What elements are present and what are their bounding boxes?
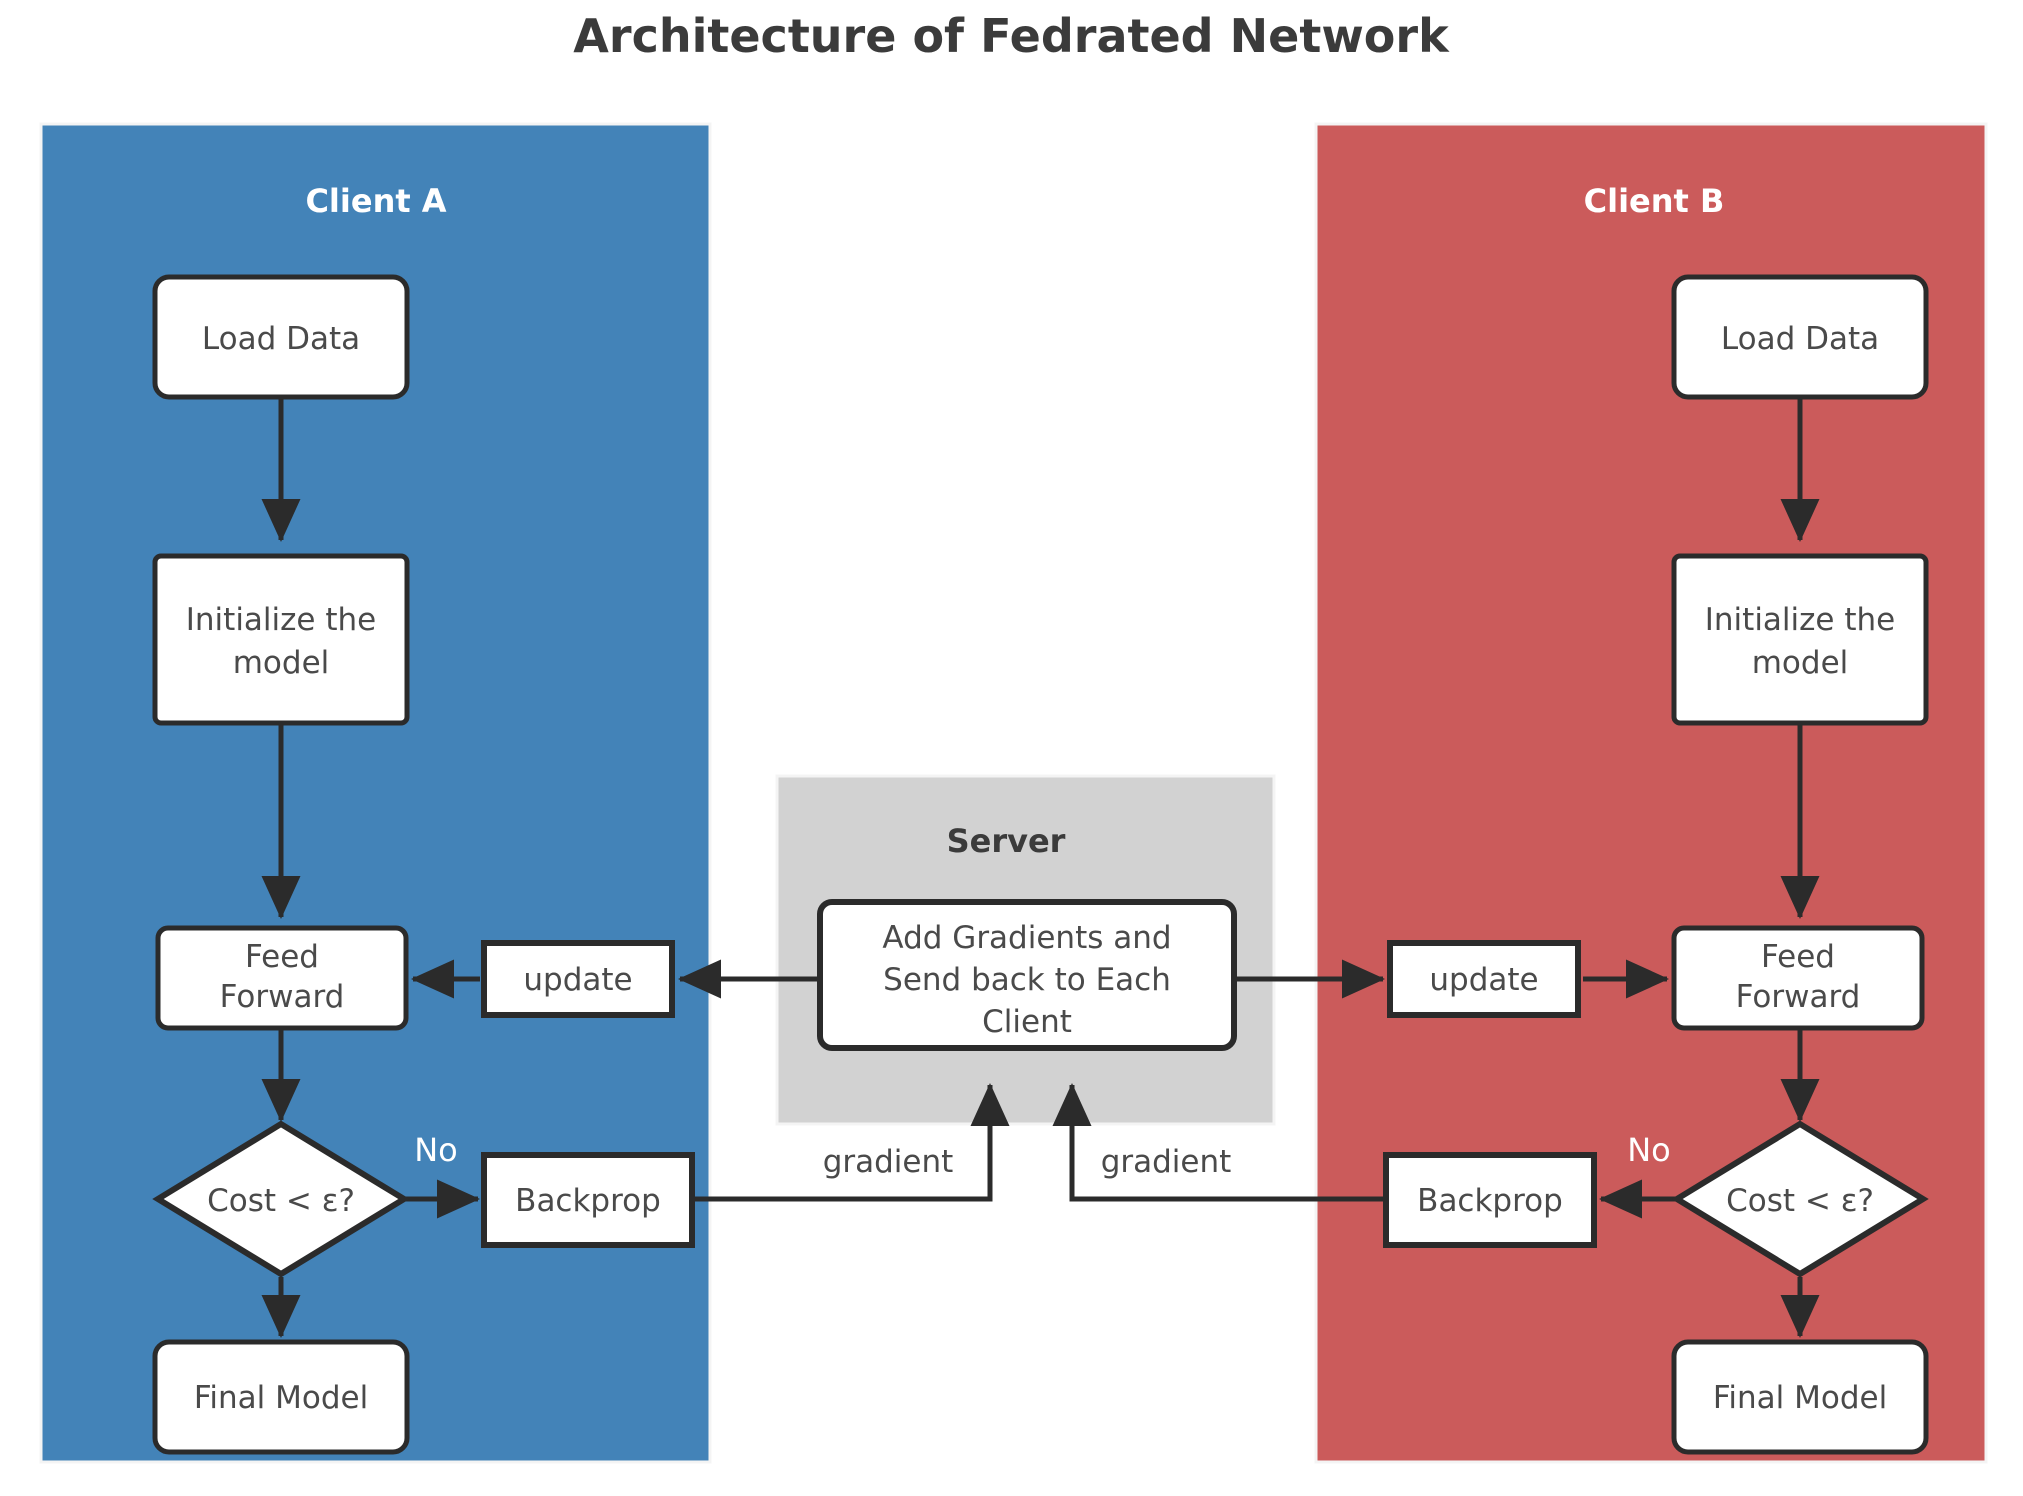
node-server-aggregate[interactable]	[817, 899, 1237, 1051]
node-server-aggregate-line1: Add Gradients and	[882, 920, 1171, 956]
edge-label-a-no: No	[414, 1131, 458, 1169]
node-b-final-model[interactable]	[1671, 1339, 1929, 1455]
edge-label-a-gradient: gradient	[823, 1144, 954, 1180]
node-b-initialize-label-line1: Initialize the	[1705, 602, 1895, 638]
node-b-cost-decision[interactable]	[1671, 1120, 1929, 1278]
node-server-aggregate-line3: Client	[982, 1004, 1072, 1040]
node-a-backprop-label: Backprop	[515, 1183, 661, 1219]
node-a-initialize-label-line2: model	[233, 645, 330, 681]
node-b-feed-forward[interactable]	[1671, 925, 1925, 1031]
client-b-title: Client B	[1584, 182, 1725, 220]
edge-b-gradient-to-server	[1052, 1082, 1388, 1202]
node-a-load-data-label: Load Data	[202, 321, 360, 357]
node-a-backprop[interactable]	[481, 1152, 695, 1248]
node-b-initialize[interactable]	[1671, 553, 1929, 726]
node-a-initialize-label-line1: Initialize the	[186, 602, 376, 638]
node-b-initialize-label-line2: model	[1752, 645, 1849, 681]
node-b-final-model-label: Final Model	[1713, 1380, 1887, 1416]
node-b-load-data[interactable]	[1671, 274, 1929, 400]
node-a-update[interactable]	[481, 940, 675, 1018]
node-b-feed-forward-label-line1: Feed	[1761, 939, 1835, 975]
node-b-cost-decision-label: Cost < ε?	[1726, 1183, 1874, 1219]
server-title: Server	[947, 822, 1066, 860]
node-a-feed-forward-label-line1: Feed	[245, 939, 319, 975]
node-b-update[interactable]	[1387, 940, 1581, 1018]
node-a-load-data[interactable]	[152, 274, 410, 400]
node-a-feed-forward[interactable]	[155, 925, 409, 1031]
node-b-load-data-label: Load Data	[1721, 321, 1879, 357]
node-a-feed-forward-label-line2: Forward	[220, 979, 345, 1015]
node-a-update-label: update	[523, 962, 632, 998]
edge-a-gradient-to-server	[692, 1082, 1010, 1202]
page-title: Architecture of Fedrated Network	[573, 9, 1450, 63]
edge-label-b-no: No	[1627, 1131, 1671, 1169]
client-a-title: Client A	[305, 182, 446, 220]
node-b-update-label: update	[1429, 962, 1538, 998]
node-a-cost-decision[interactable]	[152, 1120, 410, 1278]
edge-label-b-gradient: gradient	[1101, 1144, 1232, 1180]
node-server-aggregate-line2: Send back to Each	[883, 962, 1171, 998]
node-b-backprop[interactable]	[1383, 1152, 1597, 1248]
node-a-final-model-label: Final Model	[194, 1380, 368, 1416]
node-a-final-model[interactable]	[152, 1339, 410, 1455]
node-a-cost-decision-label: Cost < ε?	[207, 1183, 355, 1219]
node-a-initialize[interactable]	[152, 553, 410, 726]
node-b-feed-forward-label-line2: Forward	[1736, 979, 1861, 1015]
node-b-backprop-label: Backprop	[1417, 1183, 1563, 1219]
